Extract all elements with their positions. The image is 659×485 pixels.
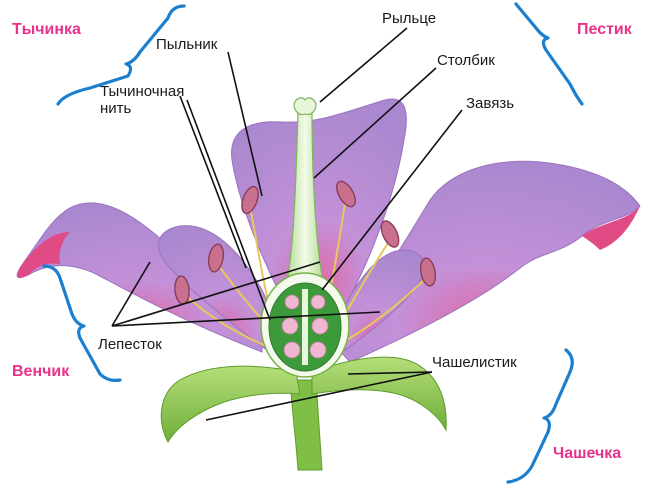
petal-right-edge <box>582 206 640 250</box>
brace-corolla <box>42 264 122 382</box>
style <box>287 111 323 277</box>
anther-6 <box>419 257 437 287</box>
label-corolla: Венчик <box>12 363 70 380</box>
anther-4 <box>336 180 356 208</box>
petal-back <box>231 98 407 331</box>
label-filament-2: нить <box>100 100 132 117</box>
sepal-left <box>160 365 301 444</box>
label-calyx: Чашечка <box>553 445 621 462</box>
label-sepal: Чашелистик <box>432 354 517 371</box>
label-petal: Лепесток <box>98 336 162 353</box>
petal-right <box>329 160 641 363</box>
brace-stamen <box>56 4 186 106</box>
petal-left-edge <box>17 232 70 278</box>
label-stamen: Тычинка <box>12 21 81 38</box>
label-ovary: Завязь <box>466 95 514 112</box>
stem <box>289 379 323 471</box>
anther-2 <box>207 243 225 273</box>
brace-calyx <box>506 348 574 484</box>
flower-illustration <box>16 97 641 471</box>
anthers <box>174 180 437 305</box>
label-filament-1: Тычиночная <box>100 83 184 100</box>
anther-1 <box>241 185 259 215</box>
stigma <box>293 97 317 116</box>
label-anther: Пыльник <box>156 36 218 53</box>
leader-lines <box>111 27 463 421</box>
ovules <box>281 294 329 359</box>
anther-5 <box>380 220 400 248</box>
label-style: Столбик <box>437 52 495 69</box>
label-stigma: Рыльце <box>382 10 436 27</box>
label-pistil: Пестик <box>577 21 633 38</box>
brace-pistil <box>514 2 584 106</box>
